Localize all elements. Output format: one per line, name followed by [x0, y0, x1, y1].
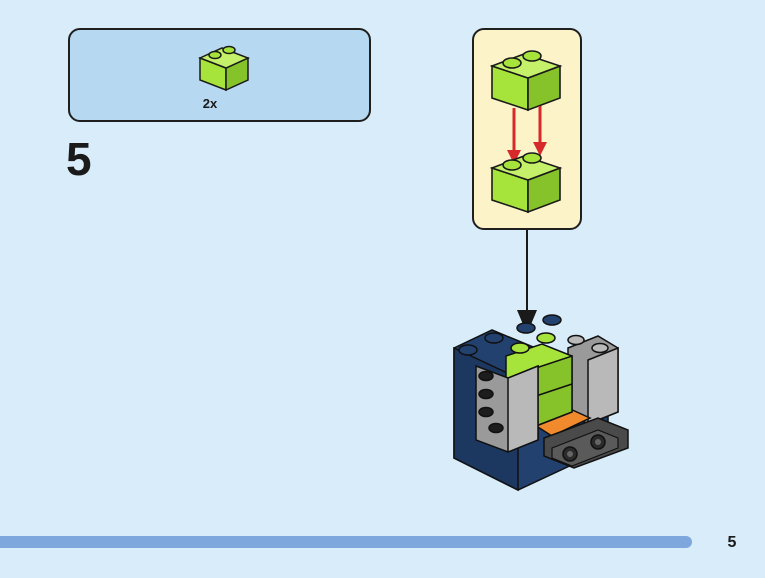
page-progress-bar [0, 536, 692, 548]
step-number: 5 [66, 133, 92, 185]
black-down-arrow-icon [517, 230, 537, 334]
red-down-arrow-icon [507, 106, 547, 164]
brick-model-assembly-icon [453, 314, 629, 492]
lime-brick-2x1-icon [489, 50, 563, 112]
lime-brick-2x1-icon [198, 45, 250, 92]
part-quantity-label: 2x [202, 96, 218, 111]
lime-brick-2x1-icon [489, 152, 563, 214]
page-number: 5 [727, 534, 737, 551]
